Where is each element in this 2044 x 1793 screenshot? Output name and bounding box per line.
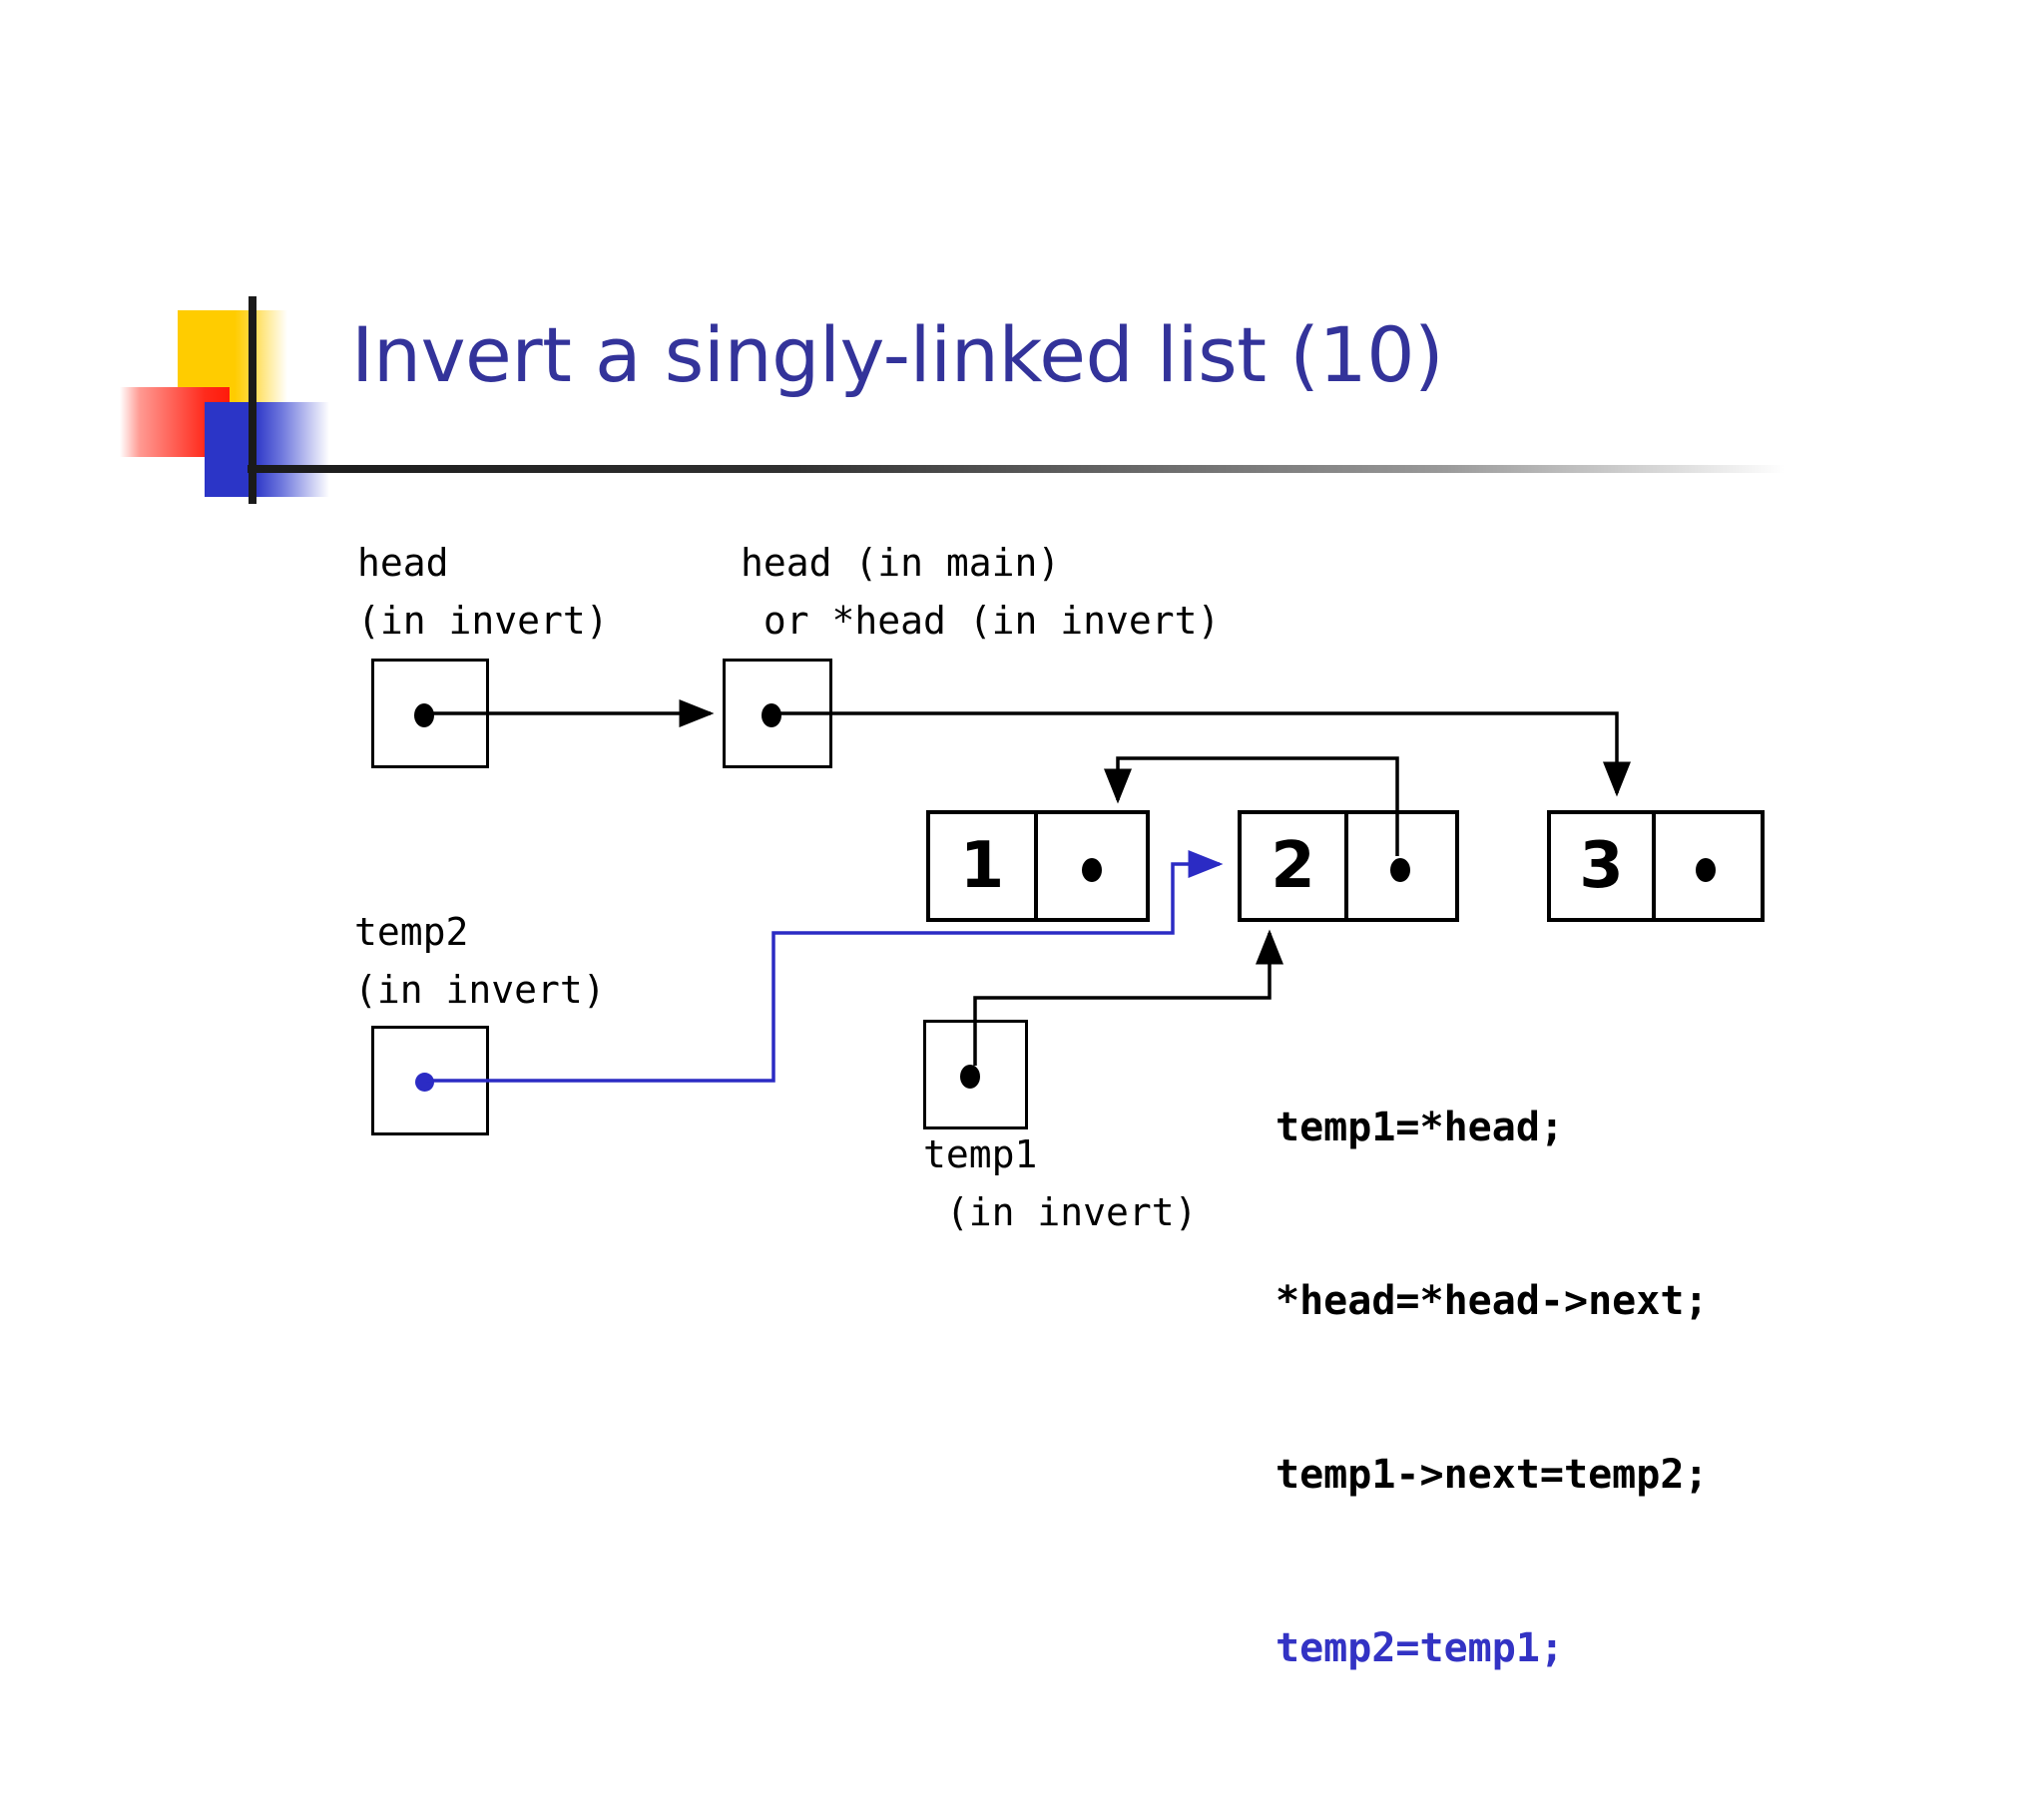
pointer-box-head-in-main: [723, 659, 832, 768]
connector-wires: [420, 699, 1631, 1083]
list-node-2: 2: [1238, 810, 1459, 922]
pointer-dot-icon: [414, 703, 434, 727]
code-line-1: temp1=*head;: [1276, 1105, 1564, 1150]
code-block: temp1=*head; *head=*head->next; temp1->n…: [1276, 983, 1708, 1793]
slide-canvas: Invert a singly-linked list (10) head (i…: [120, 296, 1785, 1671]
pointer-dot-icon: [762, 703, 781, 727]
code-line-3: temp1->next=temp2;: [1276, 1452, 1709, 1498]
label-temp2-line1: temp2: [354, 910, 469, 954]
page-title: Invert a singly-linked list (10): [351, 310, 1444, 399]
decoration-horizontal-rule: [248, 465, 1785, 473]
pointer-dot-icon: [1696, 858, 1716, 882]
wire-head-main-to-node3: [766, 711, 1631, 797]
pointer-box-temp2: [371, 1026, 489, 1135]
label-head-in-invert-line1: head: [357, 541, 449, 585]
code-line-2: *head=*head->next;: [1276, 1278, 1709, 1324]
node-value: 3: [1551, 814, 1656, 918]
pointer-box-head-in-invert: [371, 659, 489, 768]
decoration-blue-square: [205, 402, 329, 497]
code-line-4: temp2=temp1;: [1276, 1625, 1564, 1671]
node-value: 2: [1242, 814, 1348, 918]
decoration-vertical-rule: [249, 296, 256, 504]
pointer-dot-icon: [415, 1073, 434, 1092]
label-temp1-line1: temp1: [923, 1132, 1038, 1176]
node-next-cell: [1348, 814, 1455, 918]
label-head-in-main-line1: head (in main): [741, 541, 1061, 585]
label-temp2-line2: (in invert): [354, 968, 606, 1012]
pointer-box-temp1: [923, 1020, 1028, 1129]
list-node-3: 3: [1547, 810, 1765, 922]
pointer-dot-icon: [960, 1065, 980, 1089]
label-temp1-line2: (in invert): [923, 1190, 1198, 1234]
label-head-in-invert-line2: (in invert): [357, 599, 609, 643]
node-next-cell: [1038, 814, 1146, 918]
node-next-cell: [1656, 814, 1761, 918]
pointer-dot-icon: [1082, 858, 1102, 882]
list-node-1: 1: [926, 810, 1150, 922]
node-value: 1: [930, 814, 1038, 918]
pointer-dot-icon: [1390, 858, 1410, 882]
label-head-in-main-line2: or *head (in invert): [741, 599, 1221, 643]
